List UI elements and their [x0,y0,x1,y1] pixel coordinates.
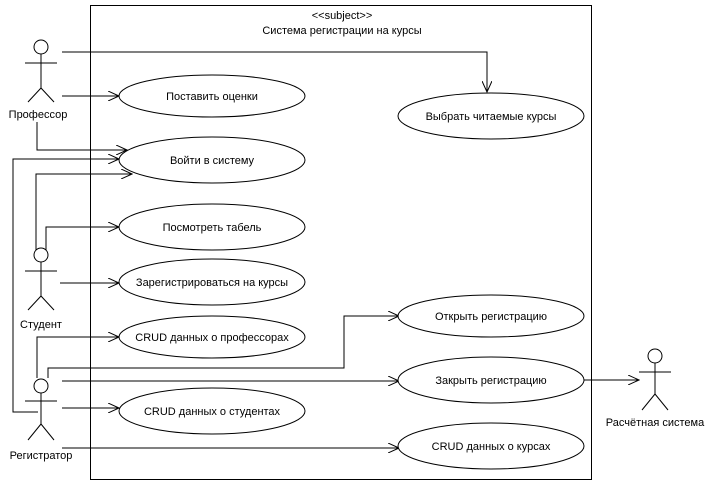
use-case-register: Зарегистрироваться на курсы [118,258,306,306]
actor-student-label: Студент [20,319,62,331]
assoc-student-login [35,174,132,250]
use-case-open-registration-label: Открыть регистрацию [435,311,547,323]
use-case-crud-courses-label: CRUD данных о курсах [432,441,551,453]
use-case-open-registration: Открыть регистрацию [397,294,585,338]
use-case-crud-courses: CRUD данных о курсах [397,422,585,470]
use-case-close-registration-label: Закрыть регистрацию [435,375,546,387]
actor-professor-label: Профессор [9,109,68,121]
use-case-close-registration: Закрыть регистрацию [397,356,585,404]
use-case-crud-students: CRUD данных о студентах [118,387,306,435]
assoc-registrar-crud-professors [36,337,119,378]
use-case-register-label: Зарегистрироваться на курсы [136,277,288,289]
use-case-login: Войти в систему [118,136,306,184]
assoc-registrar-open-registration [47,316,399,378]
associations [12,51,639,448]
use-case-select-courses: Выбрать читаемые курсы [397,92,585,140]
stick-figure-icon [25,247,57,311]
actor-registrar: Регистратор [10,378,73,462]
assoc-registrar-login [12,159,119,413]
system-stereotype: <<subject>> [312,10,373,22]
stick-figure-icon [25,39,57,103]
use-case-select-courses-label: Выбрать читаемые курсы [426,111,557,123]
use-case-grade: Поставить оценки [118,74,306,118]
actor-registrar-label: Регистратор [10,450,73,462]
use-case-grade-label: Поставить оценки [166,91,258,103]
actor-student: Студент [20,247,62,331]
assoc-professor-select-courses [62,51,487,92]
use-case-crud-professors: CRUD данных о профессорах [118,315,306,359]
actor-billing-system: Расчётная система [606,348,705,429]
use-case-report-card: Посмотреть табель [118,203,306,251]
actor-professor: Профессор [9,39,68,121]
use-case-login-label: Войти в систему [170,155,255,167]
system-title: Система регистрации на курсы [262,25,421,37]
stick-figure-icon [639,348,671,411]
actor-billing-system-label: Расчётная система [606,417,705,429]
use-case-crud-students-label: CRUD данных о студентах [144,406,281,418]
assoc-professor-login [36,122,127,150]
use-case-report-card-label: Посмотреть табель [163,222,262,234]
use-case-crud-professors-label: CRUD данных о профессорах [135,332,289,344]
stick-figure-icon [25,378,57,441]
assoc-student-report-card [45,227,119,250]
